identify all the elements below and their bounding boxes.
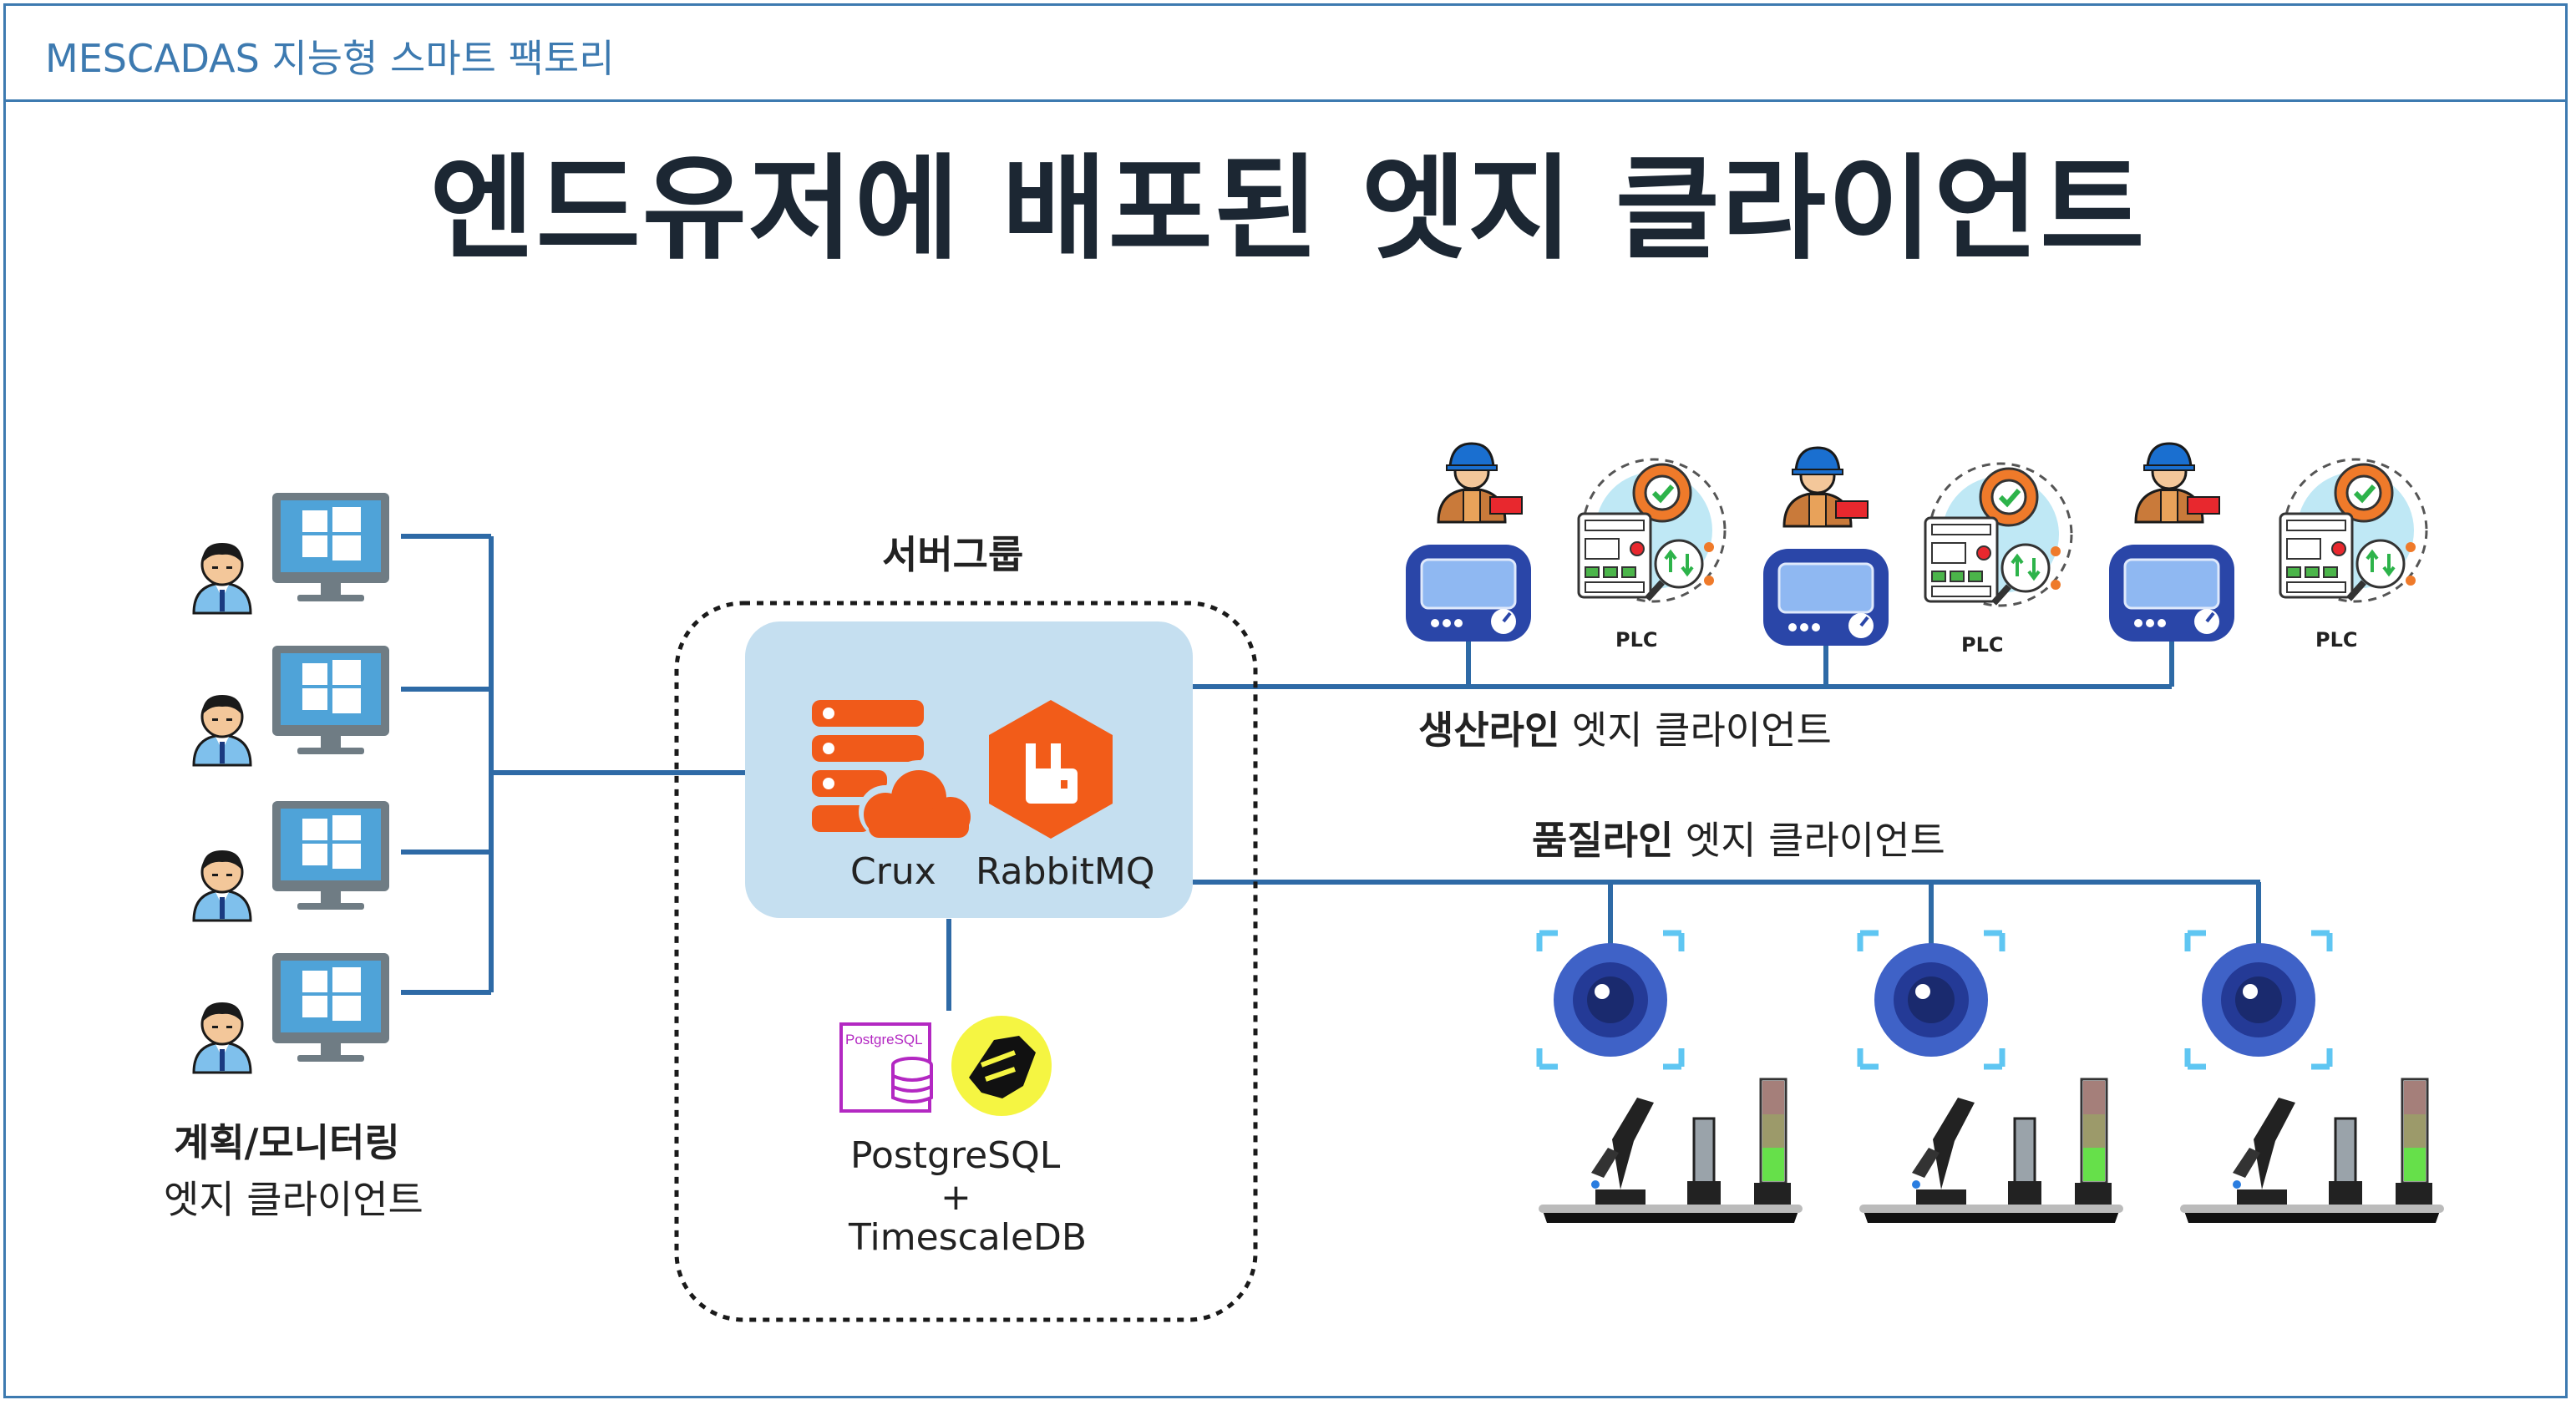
db-label-line3: TimescaleDB <box>849 1216 1088 1259</box>
rabbitmq-label: RabbitMQ <box>976 850 1155 893</box>
inspection-line-icon <box>1858 1078 2125 1225</box>
db-label-line1: PostgreSQL <box>850 1134 1061 1177</box>
user-icon <box>192 693 252 767</box>
inspection-line-icon <box>2178 1078 2446 1225</box>
worker-icon <box>1782 446 1869 528</box>
production-client-title-bold: 생산라인 <box>1418 708 1560 753</box>
plc-label: PLC <box>1961 633 2004 657</box>
planning-connectors <box>401 534 745 995</box>
db-label-line2: + <box>941 1176 971 1219</box>
computer-icon <box>272 493 389 601</box>
header-bar: MESCADAS 지능형 스마트 팩토리 <box>3 3 2568 102</box>
computer-icon <box>272 801 389 910</box>
page-title: 엔드유저에 배포된 엣지 클라이언트 <box>429 144 2147 276</box>
user-icon <box>192 1001 252 1074</box>
header-title: MESCADAS 지능형 스마트 팩토리 <box>45 36 615 81</box>
computer-icon <box>272 646 389 754</box>
edge-device-icon <box>2107 543 2236 643</box>
quality-client-title-bold: 품질라인 <box>1532 818 1674 863</box>
edge-device-icon <box>1762 547 1890 647</box>
slide-frame <box>3 3 2568 1398</box>
camera-icon <box>1539 933 1681 1067</box>
computer-icon <box>272 953 389 1062</box>
production-client-label: 생산라인 엣지 클라이언트 <box>1418 700 1832 755</box>
user-icon <box>192 541 252 615</box>
planning-client-subtitle: 엣지 클라이언트 <box>164 1177 423 1222</box>
postgresql-icon <box>839 1022 933 1113</box>
planning-client-title: 계획/모니터링 <box>174 1120 400 1165</box>
worker-icon <box>2134 442 2221 524</box>
plc-label: PLC <box>2315 628 2358 652</box>
crux-icon <box>812 700 977 839</box>
inspection-line-icon <box>1537 1078 1804 1225</box>
server-group-label: 서버그룹 <box>882 532 1024 577</box>
user-icon <box>192 849 252 922</box>
crux-label: Crux <box>850 850 936 893</box>
postgresql-badge-text: PostgreSQL <box>845 1032 923 1047</box>
quality-client-title-rest: 엣지 클라이언트 <box>1673 818 1945 863</box>
production-client-title-rest: 엣지 클라이언트 <box>1559 708 1832 753</box>
camera-icon <box>1860 933 2002 1067</box>
worker-icon <box>1437 442 1524 524</box>
server-group-border <box>674 601 1258 1322</box>
quality-connectors <box>1193 880 2261 946</box>
server-box <box>745 621 1193 918</box>
quality-client-label: 품질라인 엣지 클라이언트 <box>1532 810 1945 865</box>
production-connectors <box>1193 642 2174 689</box>
plc-label: PLC <box>1615 628 1658 652</box>
rabbitmq-icon <box>989 700 1113 839</box>
edge-device-icon <box>1404 543 1533 643</box>
plc-icon <box>1925 464 2071 606</box>
plc-icon <box>2280 459 2426 601</box>
timescaledb-icon <box>951 1016 1052 1116</box>
camera-icon <box>2188 933 2330 1067</box>
plc-icon <box>1579 459 1725 601</box>
